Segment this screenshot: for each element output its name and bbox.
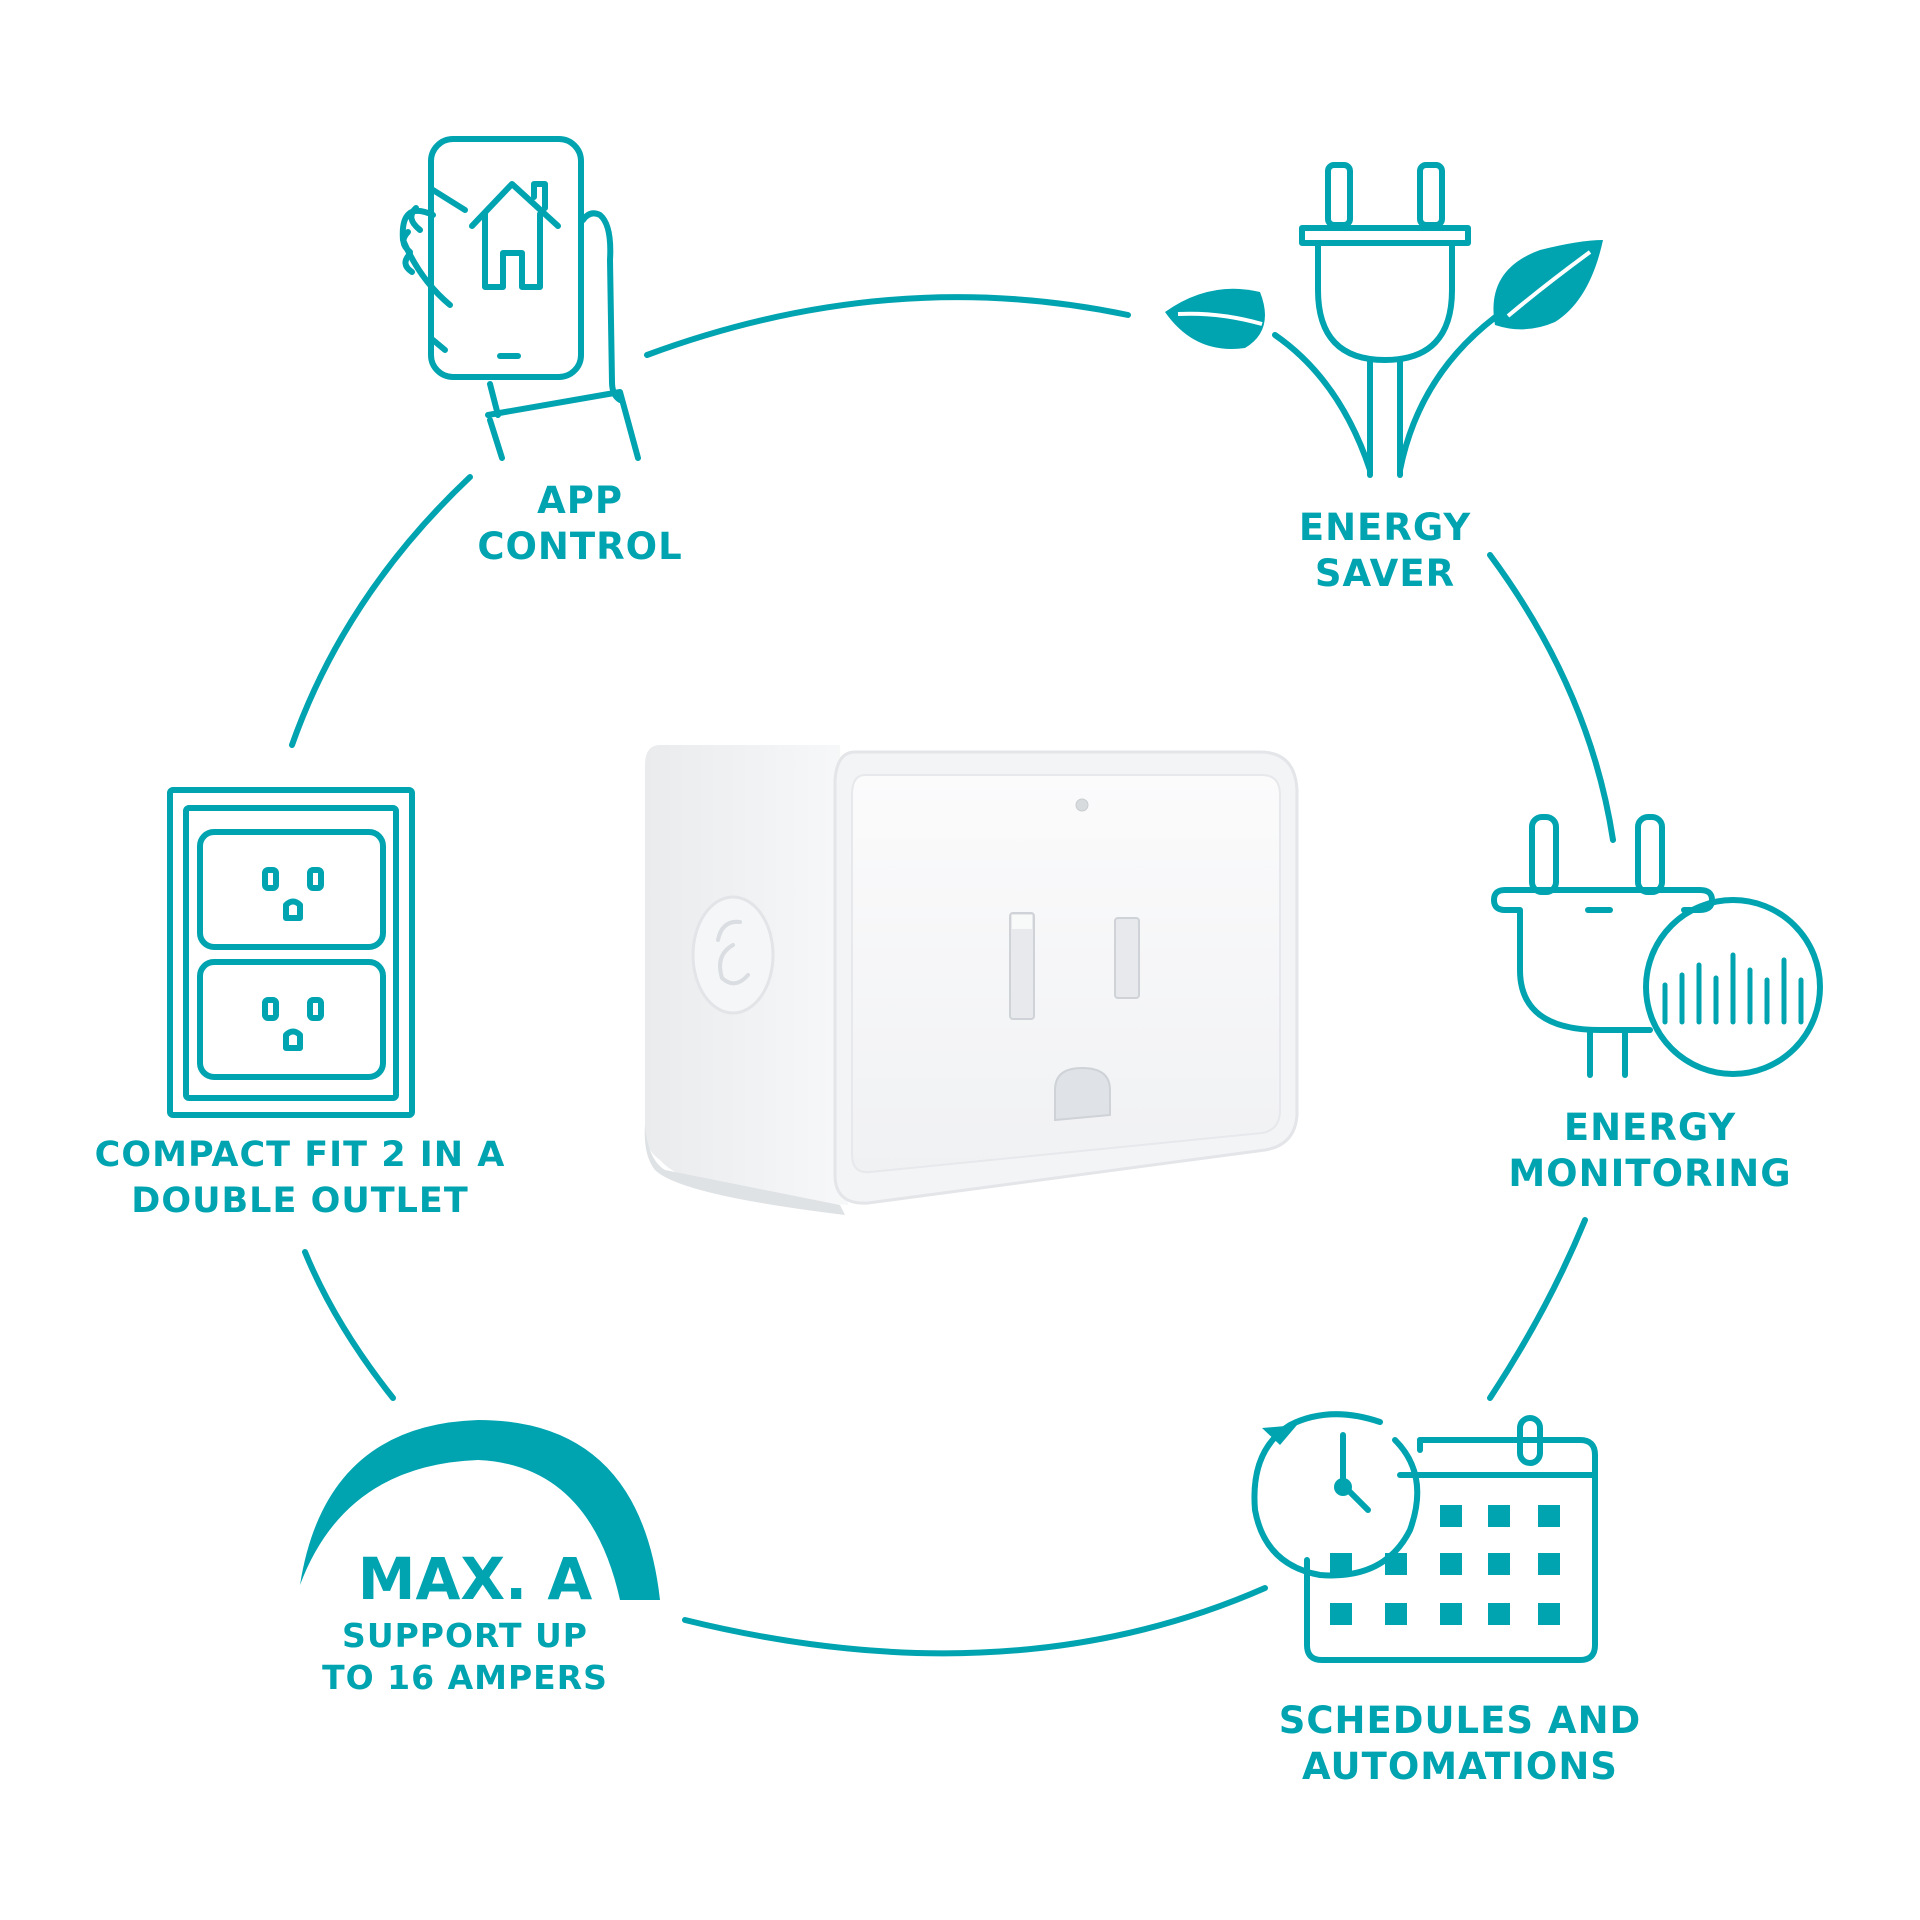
gauge-arc-icon [300,1420,660,1600]
clock-calendar-icon [1251,1411,1598,1663]
plug-leaves-icon [1165,162,1603,478]
smart-plug-icon [644,745,1299,1215]
arc-compact-to-app [289,474,473,748]
arc-app-to-saver [644,294,1131,358]
label-energy-saver: ENERGY SAVER [1298,506,1472,595]
arc-monitoring-to-schedules [1487,1217,1588,1401]
label-max-a-headline: MAX. A [357,1545,593,1613]
smartphone-home-hand-icon [399,136,641,461]
label-app-control: APP CONTROL [477,479,683,568]
arc-schedules-to-max [682,1585,1268,1657]
plug-meter-icon [1491,814,1823,1078]
connector-ring [289,294,1616,1657]
double-outlet-icon [167,787,415,1118]
arc-saver-to-monitoring [1487,552,1616,843]
arc-max-to-compact [302,1249,396,1401]
label-energy-monitoring: ENERGY MONITORING [1508,1106,1792,1195]
label-compact-fit: COMPACT FIT 2 IN A DOUBLE OUTLET [94,1135,506,1221]
label-max-amps: SUPPORT UP TO 16 AMPERS [322,1616,608,1697]
label-schedules: SCHEDULES AND AUTOMATIONS [1278,1699,1642,1788]
